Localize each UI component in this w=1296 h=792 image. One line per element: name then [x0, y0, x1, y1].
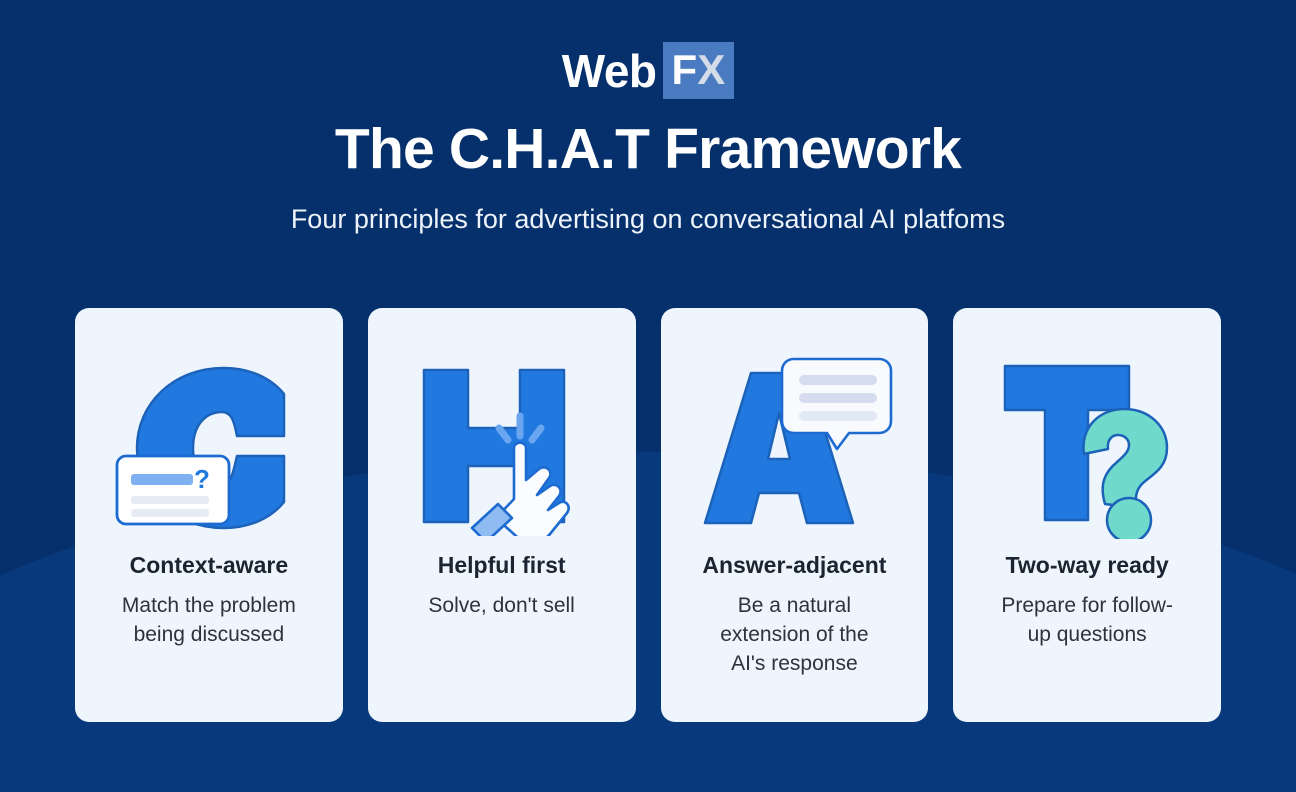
letter-c-with-context-card-icon: ?: [115, 366, 286, 530]
card-answer-adjacent[interactable]: Answer-adjacent Be a natural extension o…: [660, 308, 929, 722]
letter-a-with-speech-bubble-icon: [704, 357, 893, 525]
page-subtitle: Four principles for advertising on conve…: [290, 204, 1006, 234]
card-title: Answer-adjacent: [702, 552, 887, 578]
card-description: Solve, don't sell: [428, 593, 575, 617]
letter-h-with-click-hand-icon: [422, 368, 570, 536]
context-card-question-mark: ?: [194, 464, 210, 494]
logo-x-text: X: [697, 46, 726, 93]
card-title: Two-way ready: [1005, 552, 1169, 578]
icon-wrap-a: [661, 346, 929, 546]
logo-web-text: Web: [561, 44, 657, 97]
card-title: Helpful first: [437, 552, 566, 578]
page-title: The C.H.A.T Framework: [334, 117, 962, 181]
icon-wrap-c: ?: [75, 346, 343, 546]
webfx-logo: Web FX: [0, 42, 1296, 99]
card-description: Match the problem being discussed: [121, 593, 296, 646]
click-spark-lines: [495, 412, 545, 444]
card-title: Context-aware: [129, 552, 289, 578]
logo-f-text: F: [671, 46, 698, 93]
icon-wrap-t: [953, 346, 1221, 546]
card-two-way-ready[interactable]: Two-way ready Prepare for follow- up que…: [953, 308, 1221, 722]
icon-wrap-h: [368, 346, 636, 546]
card-description: Prepare for follow- up questions: [1001, 593, 1173, 646]
card-helpful-first[interactable]: Helpful first Solve, don't sell: [367, 308, 636, 722]
logo-fx-badge: FX: [662, 42, 735, 99]
card-context-aware[interactable]: ? Context-aware Match the problem being …: [75, 308, 343, 722]
card-description: Be a natural extension of the AI's respo…: [720, 593, 869, 675]
framework-cards-row: ? Context-aware Match the problem being …: [75, 308, 1221, 722]
letter-t-with-question-mark-icon: [1003, 364, 1169, 539]
